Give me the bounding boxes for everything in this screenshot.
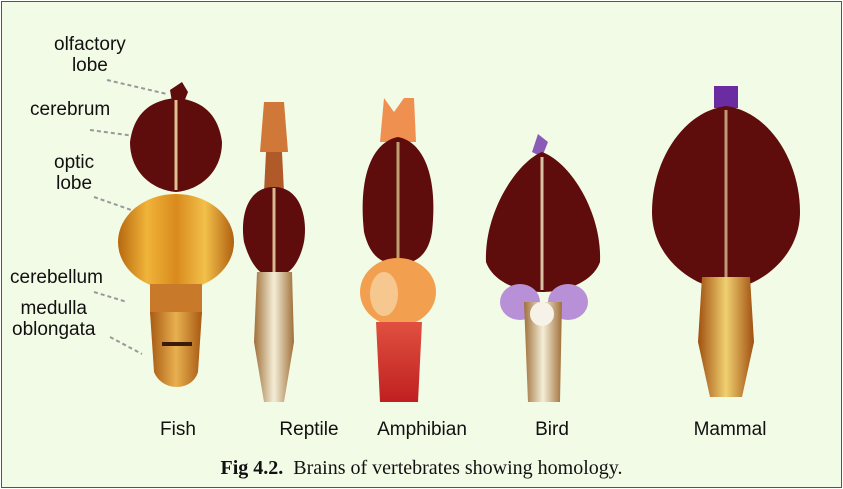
amphibian-olfactory [380, 98, 416, 142]
animal-label-mammal: Mammal [694, 419, 767, 441]
label-olfactory-lobe: olfactory lobe [54, 34, 126, 76]
fish-cerebellum [150, 284, 202, 314]
mammal-brain [652, 86, 800, 397]
optic-line-1: optic [54, 152, 94, 173]
label-cerebellum: cerebellum [10, 267, 103, 288]
cerebrum-text: cerebrum [30, 99, 110, 120]
bird-brain [486, 134, 600, 402]
optic-line-2: lobe [56, 173, 92, 194]
fish-optic-lobe [118, 194, 234, 290]
label-medulla-oblongata: medulla oblongata [12, 298, 95, 340]
olfactory-line-1: olfactory [54, 34, 126, 55]
reptile-brain [243, 102, 305, 402]
olfactory-line-2: lobe [72, 55, 108, 76]
caption-text: Brains of vertebrates showing homology. [293, 457, 622, 479]
amphibian-medulla [376, 322, 422, 402]
cerebellum-text: cerebellum [10, 267, 103, 288]
label-optic-lobe: optic lobe [54, 152, 94, 194]
fish-brain [118, 82, 234, 387]
animal-label-fish: Fish [160, 419, 196, 441]
amphibian-brain [360, 98, 436, 402]
caption-number: Fig 4.2. [221, 457, 284, 479]
animal-label-amphibian: Amphibian [377, 419, 467, 441]
animal-label-reptile: Reptile [279, 419, 338, 441]
mammal-cerebellum [698, 277, 754, 397]
fish-medulla [150, 312, 202, 387]
label-cerebrum: cerebrum [30, 99, 110, 120]
mammal-olfactory [714, 86, 738, 108]
figure-caption: Fig 4.2. Brains of vertebrates showing h… [2, 457, 841, 480]
animal-label-bird: Bird [535, 419, 569, 441]
medulla-line-1: medulla [20, 298, 87, 319]
reptile-stem [254, 272, 294, 402]
medulla-line-2: oblongata [12, 319, 95, 340]
reptile-olfactory [260, 102, 288, 152]
